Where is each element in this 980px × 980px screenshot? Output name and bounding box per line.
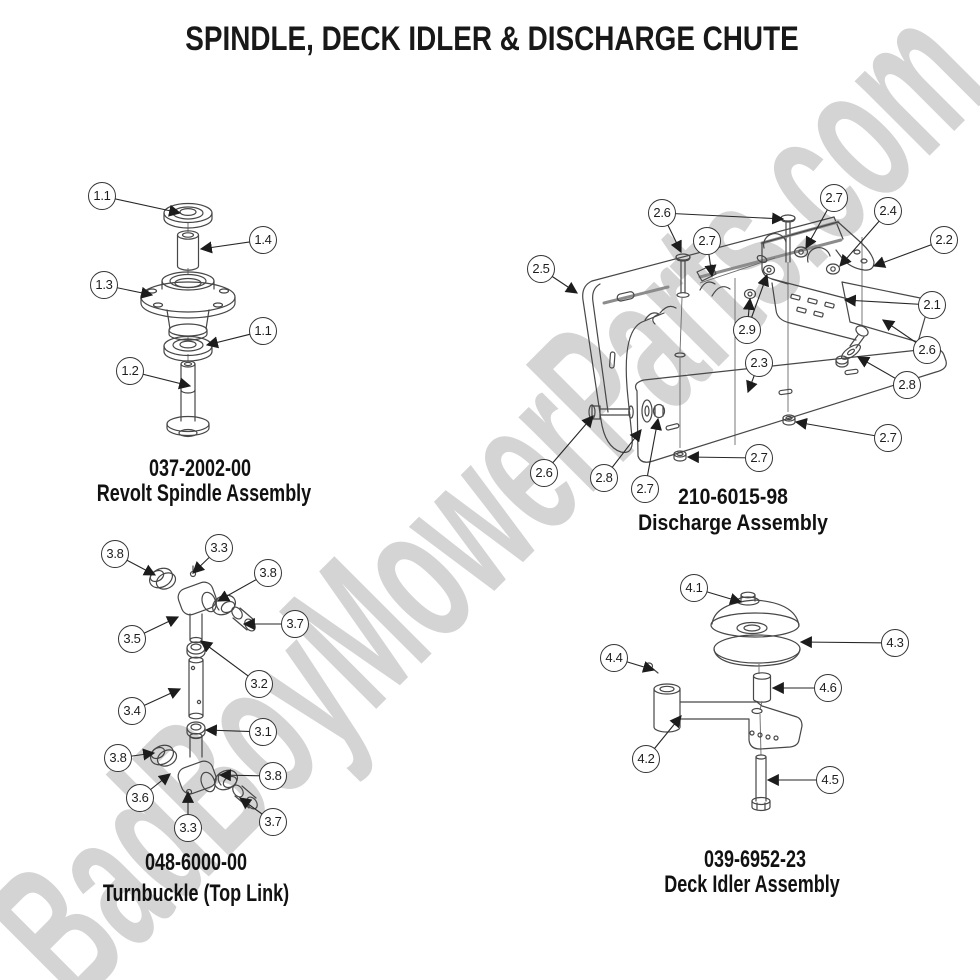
callout-3.8: 3.8	[104, 744, 132, 772]
callout-4.6: 4.6	[814, 674, 842, 702]
callout-2.1: 2.1	[918, 291, 946, 319]
callout-3.8: 3.8	[254, 559, 282, 587]
page-title: SPINDLE, DECK IDLER & DISCHARGE CHUTE	[185, 20, 799, 58]
callout-3.7: 3.7	[259, 808, 287, 836]
callout-3.5: 3.5	[118, 625, 146, 653]
callout-2.7: 2.7	[874, 424, 902, 452]
callout-2.6: 2.6	[530, 459, 558, 487]
callout-2.3: 2.3	[745, 349, 773, 377]
callout-4.5: 4.5	[816, 766, 844, 794]
callout-4.2: 4.2	[632, 745, 660, 773]
callout-2.7: 2.7	[693, 227, 721, 255]
deck-idler-part-name: Deck Idler Assembly	[664, 871, 840, 898]
turnbuckle-part-name: Turnbuckle (Top Link)	[102, 880, 290, 907]
callout-3.8: 3.8	[259, 762, 287, 790]
deck-idler-drawing	[644, 591, 803, 812]
callout-2.2: 2.2	[930, 226, 958, 254]
discharge-part-name: Discharge Assembly	[638, 510, 828, 535]
callout-3.3: 3.3	[174, 814, 202, 842]
callout-3.2: 3.2	[245, 670, 273, 698]
callout-2.7: 2.7	[820, 184, 848, 212]
callout-2.5: 2.5	[527, 255, 555, 283]
callout-4.1: 4.1	[680, 574, 708, 602]
callout-3.4: 3.4	[118, 697, 146, 725]
spindle-part-number: 037-2002-00	[148, 455, 252, 482]
spindle-assembly-drawing	[140, 202, 236, 438]
callout-2.6: 2.6	[913, 336, 941, 364]
discharge-part-number: 210-6015-98	[678, 484, 788, 509]
turnbuckle-part-number: 048-6000-00	[144, 849, 248, 876]
callout-2.8: 2.8	[893, 371, 921, 399]
callout-2.9: 2.9	[733, 316, 761, 344]
callout-2.4: 2.4	[874, 197, 902, 225]
callout-2.7: 2.7	[631, 475, 659, 503]
callout-2.8: 2.8	[590, 464, 618, 492]
callout-3.8: 3.8	[101, 540, 129, 568]
spindle-part-name: Revolt Spindle Assembly	[96, 480, 312, 507]
callout-2.6: 2.6	[648, 199, 676, 227]
callout-3.1: 3.1	[249, 718, 277, 746]
callout-1.1: 1.1	[249, 317, 277, 345]
callout-4.4: 4.4	[600, 644, 628, 672]
callout-1.4: 1.4	[249, 226, 277, 254]
callout-1.2: 1.2	[116, 357, 144, 385]
turnbuckle-drawing	[148, 565, 258, 810]
callout-1.3: 1.3	[90, 271, 118, 299]
callout-1.1: 1.1	[88, 182, 116, 210]
leader-lines	[101, 195, 945, 828]
callout-3.7: 3.7	[281, 610, 309, 638]
deck-idler-part-number: 039-6952-23	[703, 846, 807, 873]
callout-2.7: 2.7	[745, 444, 773, 472]
callout-3.6: 3.6	[126, 784, 154, 812]
callout-4.3: 4.3	[881, 629, 909, 657]
callout-3.3: 3.3	[205, 534, 233, 562]
